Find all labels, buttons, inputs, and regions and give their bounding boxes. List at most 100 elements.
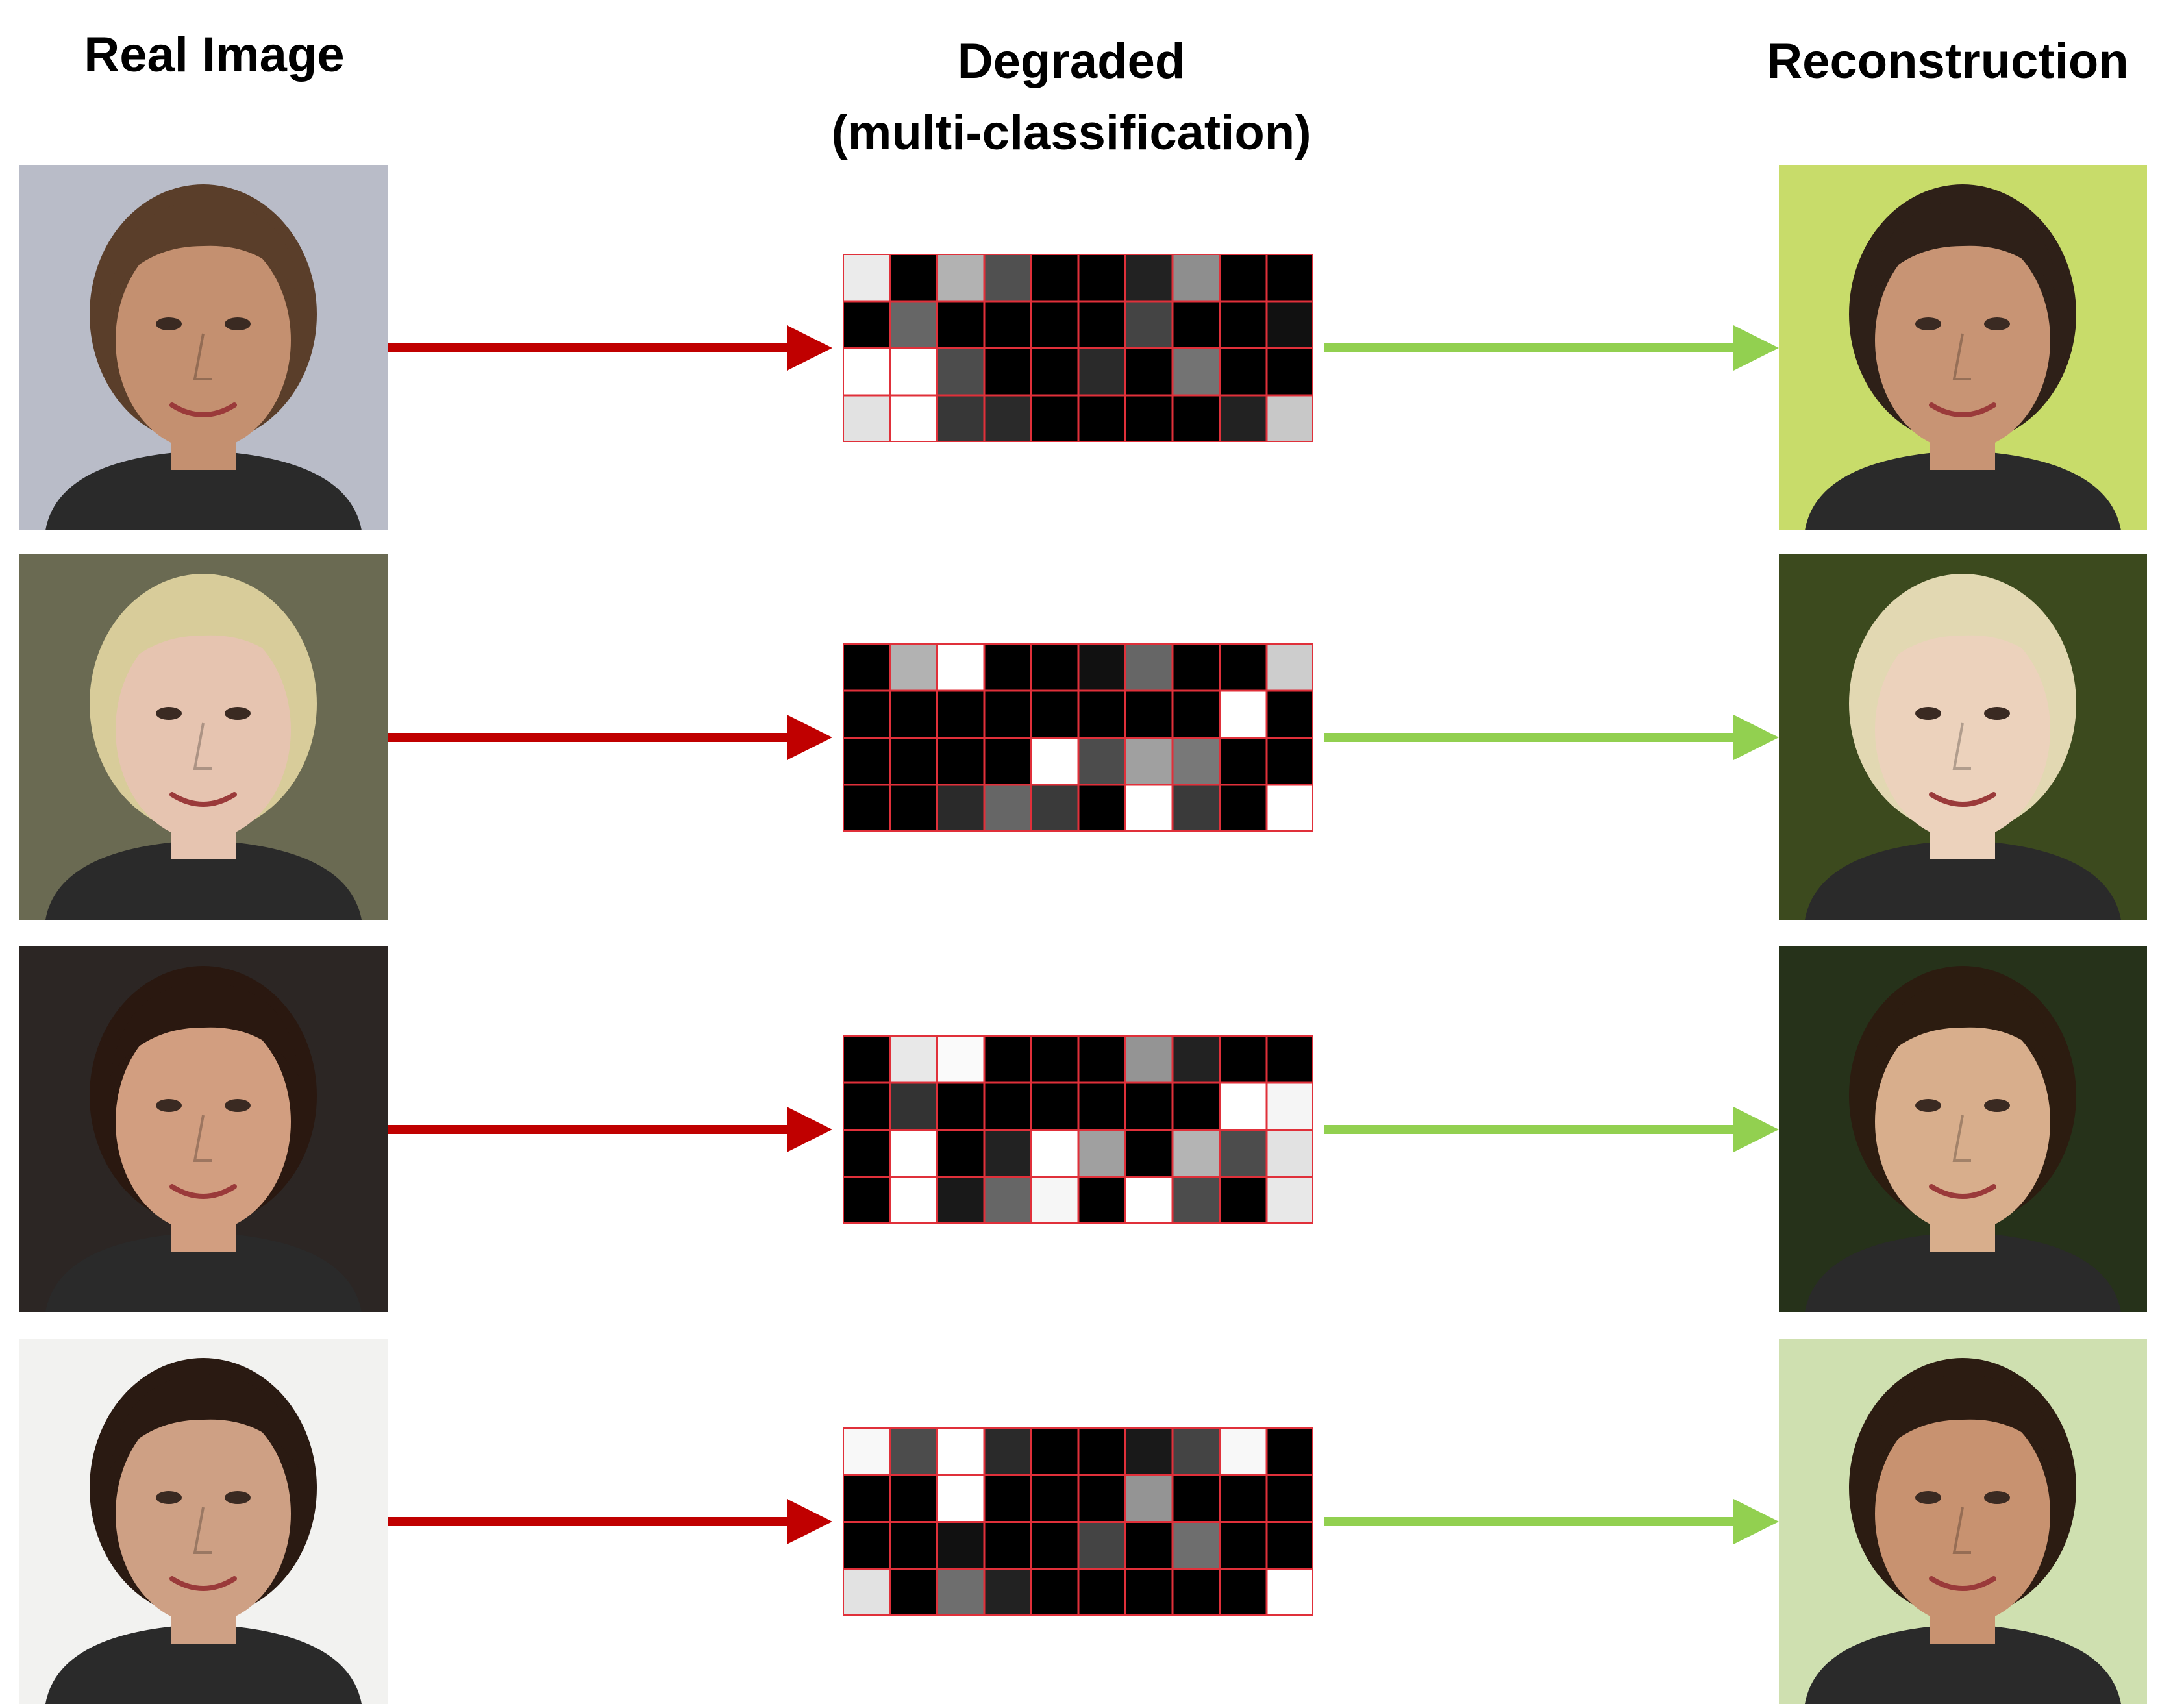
input-arrow — [388, 1498, 832, 1544]
grid-cell — [1125, 1568, 1173, 1616]
grid-cell — [1078, 1035, 1126, 1083]
grid-cell — [1219, 737, 1267, 785]
grid-cell — [937, 784, 985, 832]
grid-cell — [843, 690, 891, 738]
arrow-head — [787, 325, 832, 371]
grid-cell — [937, 1521, 985, 1569]
grid-cell — [1266, 253, 1313, 301]
grid-cell — [843, 1129, 891, 1177]
real-face-image — [19, 1339, 388, 1704]
grid-cell — [1125, 253, 1173, 301]
grid-cell — [1172, 1176, 1220, 1224]
degraded-grid — [843, 253, 1313, 442]
arrow-shaft — [388, 343, 793, 352]
grid-cell — [889, 347, 937, 395]
grid-cell — [1266, 1474, 1313, 1522]
real-face-image — [19, 946, 388, 1312]
grid-cell — [1031, 301, 1079, 349]
degraded-header-line2: (multi-classification) — [831, 105, 1311, 161]
grid-cell — [1266, 1176, 1313, 1224]
grid-cell — [984, 1176, 1032, 1224]
grid-cell — [1078, 1474, 1126, 1522]
grid-cell — [1031, 1427, 1079, 1475]
grid-cell — [1172, 1521, 1220, 1569]
grid-cell — [1125, 1129, 1173, 1177]
grid-cell — [1125, 1474, 1173, 1522]
arrow-head — [787, 1106, 832, 1152]
degraded-grid — [843, 1035, 1313, 1224]
grid-cell — [1031, 1568, 1079, 1616]
grid-cell — [1078, 1176, 1126, 1224]
grid-cell — [937, 1129, 985, 1177]
arrow-shaft — [1324, 1124, 1740, 1134]
arrow-head — [1733, 1106, 1779, 1152]
grid-cell — [1219, 1427, 1267, 1475]
grid-cell — [984, 301, 1032, 349]
grid-cell — [1078, 395, 1126, 442]
grid-cell — [984, 347, 1032, 395]
grid-cell — [1031, 253, 1079, 301]
grid-cell — [984, 395, 1032, 442]
grid-cell — [843, 1568, 891, 1616]
grid-cell — [937, 253, 985, 301]
grid-cell — [1078, 253, 1126, 301]
degraded-header: Degraded (multi-classification) — [747, 26, 1396, 169]
grid-cell — [1172, 1474, 1220, 1522]
reconstructed-face-image — [1779, 165, 2147, 530]
grid-cell — [1125, 1427, 1173, 1475]
grid-cell — [1031, 395, 1079, 442]
grid-cell — [843, 347, 891, 395]
arrow-shaft — [388, 1516, 793, 1526]
grid-cell — [889, 1176, 937, 1224]
grid-cell — [1172, 643, 1220, 691]
grid-cell — [889, 253, 937, 301]
grid-cell — [984, 1129, 1032, 1177]
grid-cell — [843, 1427, 891, 1475]
grid-cell — [889, 784, 937, 832]
grid-cell — [937, 1427, 985, 1475]
degraded-grid — [843, 1427, 1313, 1616]
grid-cell — [1266, 395, 1313, 442]
grid-cell — [1125, 395, 1173, 442]
reconstructed-face-image — [1779, 1339, 2147, 1704]
grid-cell — [1078, 1568, 1126, 1616]
grid-cell — [984, 1474, 1032, 1522]
real-face-image — [19, 165, 388, 530]
grid-cell — [1078, 1521, 1126, 1569]
grid-cell — [1031, 1082, 1079, 1130]
arrow-shaft — [1324, 343, 1740, 352]
reconstruction-header: Reconstruction — [1767, 34, 2129, 89]
grid-cell — [984, 1427, 1032, 1475]
grid-cell — [1078, 1082, 1126, 1130]
grid-cell — [1125, 1176, 1173, 1224]
grid-cell — [984, 1568, 1032, 1616]
grid-cell — [1266, 347, 1313, 395]
grid-cell — [1219, 301, 1267, 349]
grid-cell — [937, 1082, 985, 1130]
grid-cell — [889, 1129, 937, 1177]
output-arrow — [1324, 714, 1779, 760]
arrow-shaft — [1324, 1516, 1740, 1526]
output-arrow — [1324, 325, 1779, 371]
grid-cell — [1031, 643, 1079, 691]
grid-cell — [1078, 643, 1126, 691]
grid-cell — [1172, 301, 1220, 349]
arrow-head — [1733, 1498, 1779, 1544]
grid-cell — [843, 737, 891, 785]
grid-cell — [843, 784, 891, 832]
grid-cell — [1078, 784, 1126, 832]
grid-cell — [1172, 395, 1220, 442]
grid-cell — [1031, 347, 1079, 395]
grid-cell — [1031, 737, 1079, 785]
grid-cell — [1031, 1521, 1079, 1569]
grid-cell — [1219, 1035, 1267, 1083]
grid-cell — [1172, 347, 1220, 395]
grid-cell — [984, 784, 1032, 832]
grid-cell — [1125, 643, 1173, 691]
arrow-head — [787, 714, 832, 760]
grid-cell — [984, 1082, 1032, 1130]
grid-cell — [1172, 253, 1220, 301]
arrow-head — [1733, 714, 1779, 760]
grid-cell — [889, 643, 937, 691]
grid-cell — [1172, 1427, 1220, 1475]
